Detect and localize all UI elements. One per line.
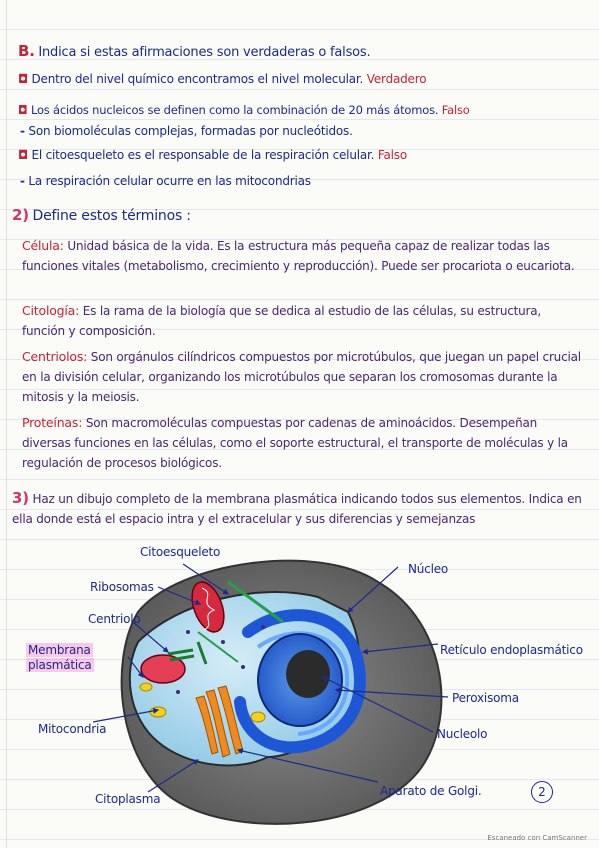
label-peroxisoma: Peroxisoma [452,691,519,705]
label-mitocondria: Mitocondria [38,722,107,736]
definition-text: Es la rama de la biología que se dedica … [22,304,542,338]
label-membrana: Membrana plasmática [26,643,94,673]
section-2-heading: 2) Define estos términos : [12,208,191,224]
section-2-title: Define estos términos : [32,208,191,224]
section-b-heading-text: Indica si estas afirmaciones son verdade… [38,45,371,60]
nucleolus [286,650,330,698]
definition-term: Proteínas: [22,415,83,430]
definition-citologia: Citología: Es la rama de la biología que… [22,301,582,341]
statement-2: ◘ Los ácidos nucleicos se definen como l… [18,103,470,118]
statement-answer: Falso [441,103,470,117]
section-2-number: 2) [12,206,29,224]
endoplasmic-reticulum [234,609,366,754]
animal-cell-diagram [92,559,449,825]
label-citoplasma: Citoplasma [95,792,161,806]
statement-text: El citoesqueleto es el responsable de la… [31,148,375,162]
statement-marker: - [20,174,25,188]
statement-answer: Verdadero [366,72,427,86]
statement-marker: ◘ [18,103,28,117]
label-membrana-line2: plasmática [26,658,94,672]
statement-text: Son biomoléculas complejas, formadas por… [28,124,353,138]
section-b-heading: B. Indica si estas afirmaciones son verd… [18,42,371,61]
mitochondrion [191,581,225,633]
label-reticulo: Retículo endoplasmático [440,643,583,657]
definition-celula: Célula: Unidad básica de la vida. Es la … [22,236,582,276]
label-centriolo: Centriolo [88,612,141,626]
statement-1: ◘ Dentro del nivel químico encontramos e… [18,72,427,87]
ribosomes [176,625,265,694]
definition-term: Célula: [22,238,64,253]
definition-text: Son macromoléculas compuestas por cadena… [22,416,568,470]
label-golgi: Aparato de Golgi. [380,784,482,798]
centrioles [167,641,208,665]
statement-text: La respiración celular ocurre en las mit… [28,174,311,188]
section-3-prompt: 3) Haz un dibujo completo de la membrana… [12,488,587,529]
label-nucleo: Núcleo [408,562,449,576]
statement-marker: ◘ [18,72,28,86]
statement-answer: Falso [377,148,407,162]
statement-2-correction: - Son biomoléculas complejas, formadas p… [20,124,353,139]
scanner-footer: Escaneado con CamScanner [487,834,587,842]
cytoskeleton-fiber [227,580,284,624]
definition-centriolos: Centriolos: Son orgánulos cilíndricos co… [22,347,582,407]
statement-text: Dentro del nivel químico encontramos el … [31,72,364,86]
label-citoesqueleto: Citoesqueleto [140,545,221,559]
statement-marker: - [20,124,25,138]
statement-3: ◘ El citoesqueleto es el responsable de … [18,148,407,163]
statement-marker: ◘ [18,148,28,162]
definition-text: Unidad básica de la vida. Es la estructu… [22,239,575,273]
definition-proteinas: Proteínas: Son macromoléculas compuestas… [22,413,582,473]
label-nucleolo: Nucleolo [437,727,488,741]
definition-term: Citología: [22,303,80,318]
section-3-text: Haz un dibujo completo de la membrana pl… [12,492,582,526]
definition-term: Centriolos: [22,349,88,364]
statement-text: Los ácidos nucleicos se definen como la … [30,103,439,117]
label-membrana-line1: Membrana [26,643,93,657]
statement-3-correction: - La respiración celular ocurre en las m… [20,174,311,189]
definition-text: Son orgánulos cilíndricos compuestos por… [22,350,581,404]
mitochondrion-2 [140,654,186,684]
margin-line [6,0,7,848]
golgi-apparatus [195,685,244,758]
section-3-number: 3) [12,489,29,507]
section-b-letter: B. [18,42,35,60]
page-number: 2 [531,781,553,803]
label-ribosomas: Ribosomas [90,580,154,594]
